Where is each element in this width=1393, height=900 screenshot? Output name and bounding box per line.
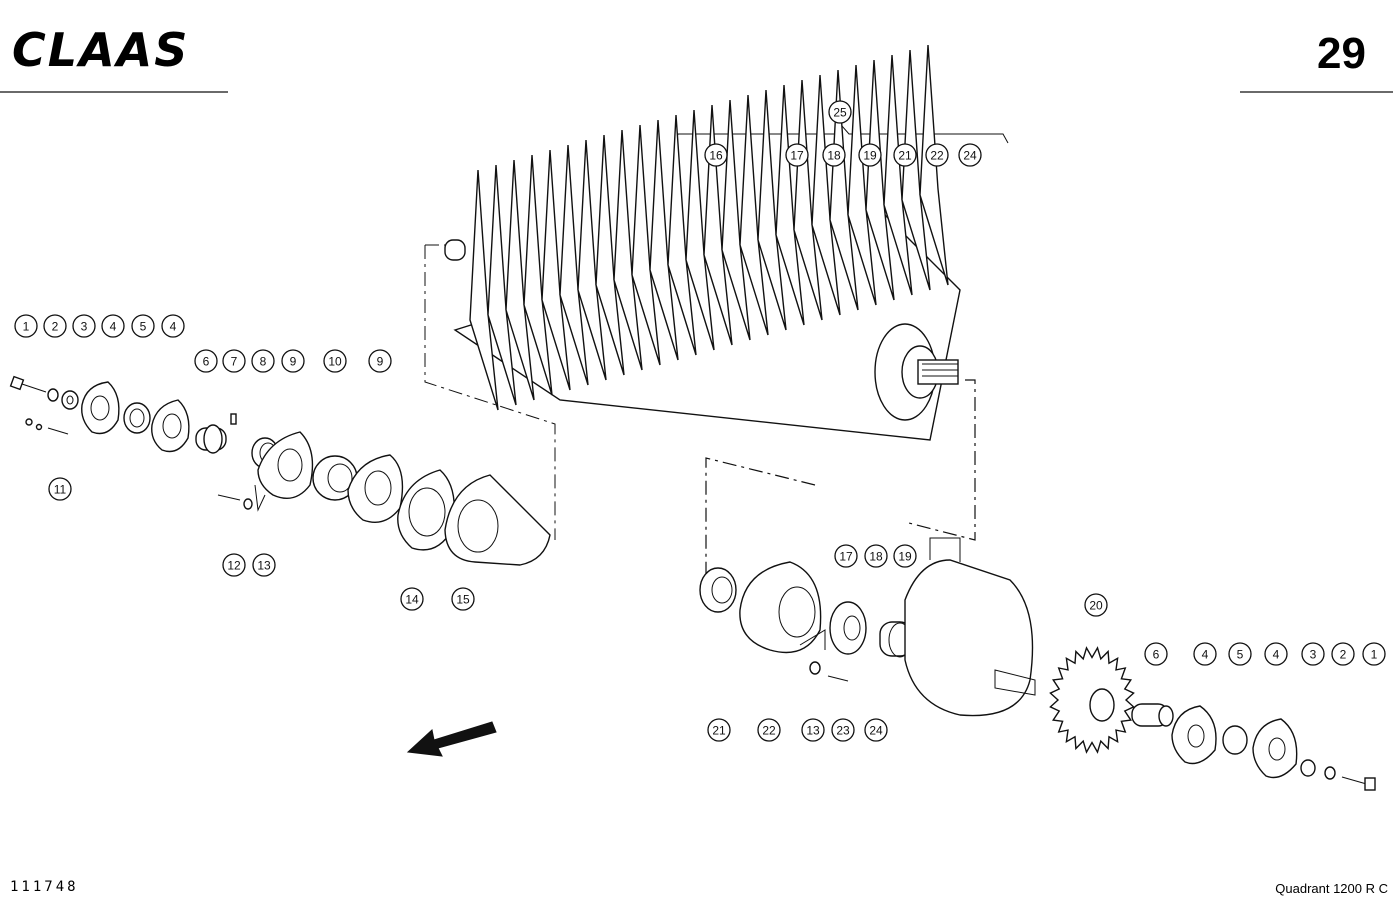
callout-4: 4 — [1264, 642, 1288, 666]
callout-label: 24 — [963, 149, 977, 163]
callout-21: 21 — [707, 718, 731, 742]
callout-6: 6 — [194, 349, 218, 373]
callout-1: 1 — [14, 314, 38, 338]
sprocket-hub — [1089, 688, 1115, 722]
callout-label: 4 — [1202, 648, 1209, 662]
callout-22: 22 — [925, 143, 949, 167]
callout-4: 4 — [101, 314, 125, 338]
left-drive-parts — [9, 375, 551, 566]
callout-label: 25 — [833, 106, 847, 120]
callout-8: 8 — [251, 349, 275, 373]
callout-2: 2 — [43, 314, 67, 338]
callout-5: 5 — [131, 314, 155, 338]
direction-arrow — [406, 721, 497, 757]
callout-label: 3 — [1310, 648, 1317, 662]
callout-label: 19 — [898, 550, 912, 564]
callout-label: 2 — [52, 320, 59, 334]
callout-9: 9 — [281, 349, 305, 373]
callout-4: 4 — [161, 314, 185, 338]
right-drive-parts — [699, 537, 1376, 791]
callout-label: 9 — [377, 355, 384, 369]
callout-18: 18 — [864, 544, 888, 568]
callout-6: 6 — [1144, 642, 1168, 666]
callout-label: 14 — [405, 593, 419, 607]
callout-19: 19 — [893, 544, 917, 568]
callout-label: 10 — [328, 355, 342, 369]
callout-label: 12 — [227, 559, 241, 573]
callout-label: 20 — [1089, 599, 1103, 613]
callout-label: 1 — [1371, 648, 1378, 662]
callout-label: 15 — [456, 593, 470, 607]
callout-3: 3 — [72, 314, 96, 338]
callout-label: 18 — [869, 550, 883, 564]
callout-13: 13 — [252, 553, 276, 577]
callout-label: 4 — [1273, 648, 1280, 662]
callout-label: 5 — [1237, 648, 1244, 662]
callout-21: 21 — [893, 143, 917, 167]
callout-7: 7 — [222, 349, 246, 373]
callout-23: 23 — [831, 718, 855, 742]
callout-label: 21 — [712, 724, 726, 738]
callout-label: 13 — [257, 559, 271, 573]
callout-25: 25 — [828, 100, 852, 124]
rotor-assembly — [424, 44, 976, 583]
callout-label: 6 — [203, 355, 210, 369]
callout-label: 16 — [709, 149, 723, 163]
callout-22: 22 — [757, 718, 781, 742]
drawing-number: 111748 — [10, 879, 79, 895]
callout-label: 18 — [827, 149, 841, 163]
page-number: 29 — [1317, 29, 1366, 78]
callout-label: 3 — [81, 320, 88, 334]
callout-label: 1 — [23, 320, 30, 334]
callout-3: 3 — [1301, 642, 1325, 666]
callout-label: 4 — [170, 320, 177, 334]
callout-label: 4 — [110, 320, 117, 334]
callout-24: 24 — [958, 143, 982, 167]
callout-18: 18 — [822, 143, 846, 167]
callout-20: 20 — [1084, 593, 1108, 617]
callout-15: 15 — [451, 587, 475, 611]
callout-label: 7 — [231, 355, 238, 369]
model-name: Quadrant 1200 R C — [1275, 881, 1388, 896]
callout-2: 2 — [1331, 642, 1355, 666]
callout-10: 10 — [323, 349, 347, 373]
callout-label: 17 — [839, 550, 853, 564]
callout-label: 2 — [1340, 648, 1347, 662]
callout-17: 17 — [834, 544, 858, 568]
callout-label: 21 — [898, 149, 912, 163]
logo-text: CLAAS — [12, 23, 189, 77]
callout-label: 24 — [869, 724, 883, 738]
claas-logo: CLAAS — [12, 23, 189, 77]
callout-label: 13 — [806, 724, 820, 738]
callout-17: 17 — [785, 143, 809, 167]
callout-label: 22 — [930, 149, 944, 163]
callout-13: 13 — [801, 718, 825, 742]
callout-16: 16 — [704, 143, 728, 167]
callout-label: 8 — [260, 355, 267, 369]
callout-19: 19 — [858, 143, 882, 167]
callout-label: 9 — [290, 355, 297, 369]
callout-1: 1 — [1362, 642, 1386, 666]
callout-5: 5 — [1228, 642, 1252, 666]
callout-11: 11 — [48, 477, 72, 501]
callout-label: 19 — [863, 149, 877, 163]
callout-12: 12 — [222, 553, 246, 577]
callout-label: 23 — [836, 724, 850, 738]
callout-9: 9 — [368, 349, 392, 373]
callout-24: 24 — [864, 718, 888, 742]
callout-label: 17 — [790, 149, 804, 163]
callout-label: 5 — [140, 320, 147, 334]
callout-label: 11 — [54, 483, 67, 497]
callout-14: 14 — [400, 587, 424, 611]
callout-label: 22 — [762, 724, 776, 738]
callout-label: 6 — [1153, 648, 1160, 662]
callout-4: 4 — [1193, 642, 1217, 666]
